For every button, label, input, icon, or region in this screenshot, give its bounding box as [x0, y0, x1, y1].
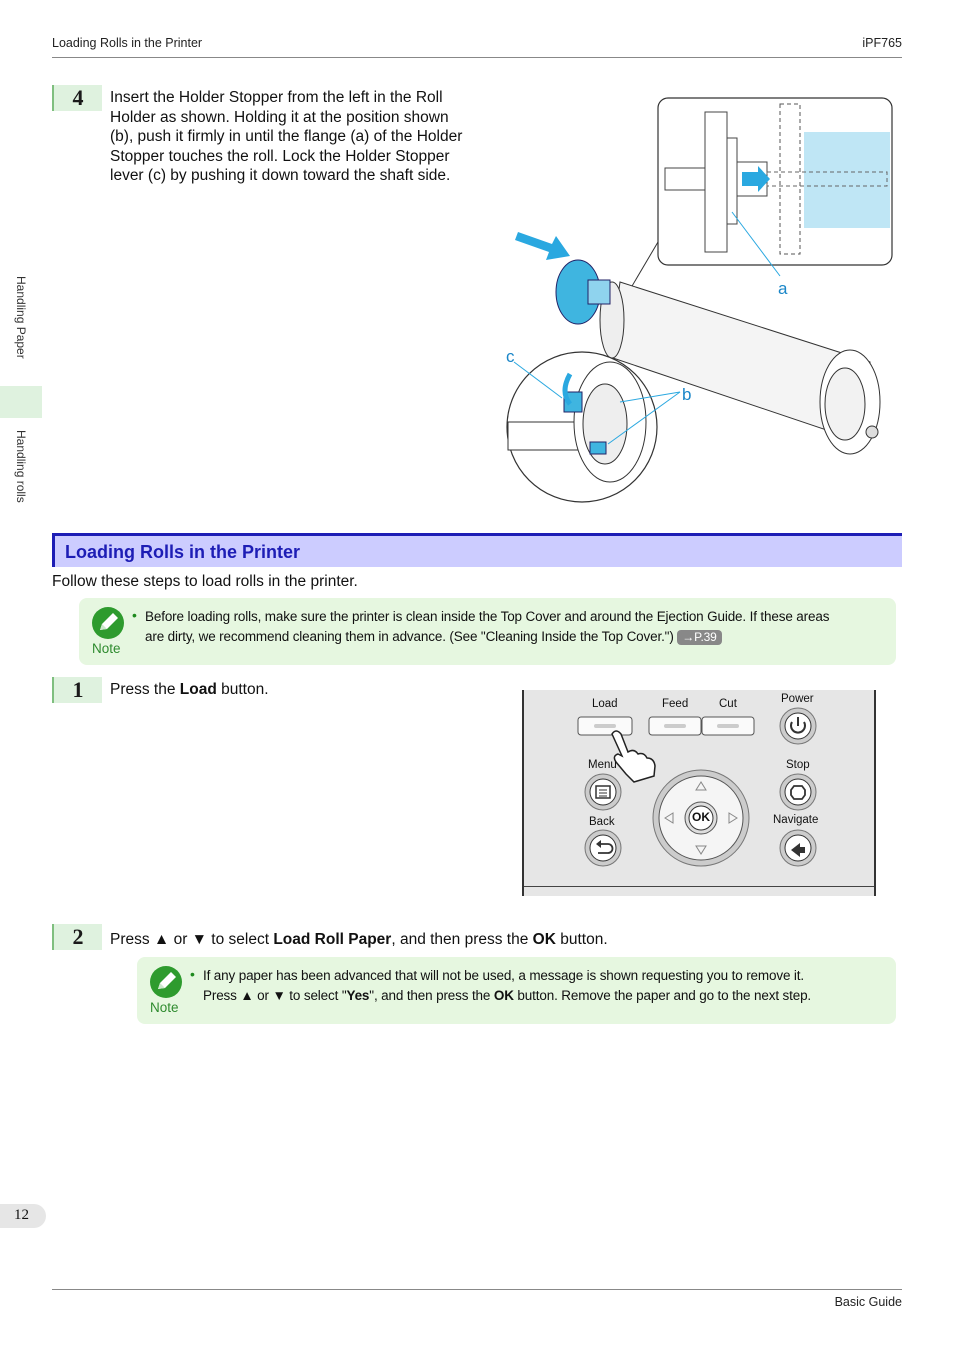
panel-label-navigate: Navigate: [773, 814, 819, 826]
section-title: Loading Rolls in the Printer: [65, 542, 301, 562]
note-box-1: Note • Before loading rolls, make sure t…: [79, 598, 896, 665]
note-label-2: Note: [150, 1000, 179, 1015]
section-heading-bar: Loading Rolls in the Printer: [52, 533, 902, 567]
label-a: a: [778, 279, 788, 298]
step-4-number: 4: [52, 85, 102, 111]
control-panel: Load Feed Cut Power Menu Stop Back Navig…: [522, 690, 876, 896]
step-4-text: Insert the Holder Stopper from the left …: [110, 89, 463, 185]
sidebar-tab-handling-rolls[interactable]: Handling rolls: [14, 430, 28, 503]
header-model: iPF765: [862, 36, 902, 50]
label-b: b: [682, 385, 691, 404]
step-2-number: 2: [52, 924, 102, 950]
panel-label-cut: Cut: [719, 698, 737, 710]
note-text-2: If any paper has been advanced that will…: [203, 968, 812, 1003]
note-pencil-icon: [92, 607, 124, 639]
page-reference-link[interactable]: →P.39: [677, 630, 722, 645]
holder-stopper-illustration: a b c: [506, 97, 893, 503]
sidebar-active-marker: [0, 386, 42, 418]
step-2-text: Press ▲ or ▼ to select Load Roll Paper, …: [110, 931, 608, 948]
panel-label-stop: Stop: [786, 759, 810, 771]
note-bullet-2: •: [190, 966, 195, 982]
label-c: c: [506, 347, 515, 366]
section-intro: Follow these steps to load rolls in the …: [52, 573, 358, 590]
footer-guide-name: Basic Guide: [834, 1295, 902, 1309]
header-rule: [52, 57, 902, 58]
hand-pointer-icon: [611, 730, 656, 783]
panel-label-menu: Menu: [588, 759, 617, 771]
panel-label-feed: Feed: [662, 698, 689, 710]
stop-button[interactable]: [784, 778, 812, 806]
step-1-number: 1: [52, 677, 102, 703]
panel-label-power: Power: [781, 693, 814, 705]
step-1-text: Press the Load button.: [110, 681, 269, 698]
footer-rule: [52, 1289, 902, 1290]
ok-button[interactable]: [688, 805, 714, 831]
panel-label-load: Load: [592, 698, 618, 710]
sidebar-tab-handling-paper[interactable]: Handling Paper: [14, 276, 28, 359]
menu-button[interactable]: [589, 778, 617, 806]
header-chapter: Loading Rolls in the Printer: [52, 36, 203, 50]
note-text-1: Before loading rolls, make sure the prin…: [145, 609, 830, 645]
note-pencil-icon: [150, 966, 182, 998]
note-label-1: Note: [92, 641, 121, 656]
note-box-2: Note • If any paper has been advanced th…: [137, 957, 896, 1024]
back-button[interactable]: [589, 834, 617, 862]
page-number-tab: 12: [0, 1204, 46, 1228]
panel-label-ok: OK: [692, 810, 710, 824]
page-number: 12: [14, 1207, 29, 1223]
panel-label-back: Back: [589, 816, 615, 828]
note-bullet-1: •: [132, 607, 137, 623]
